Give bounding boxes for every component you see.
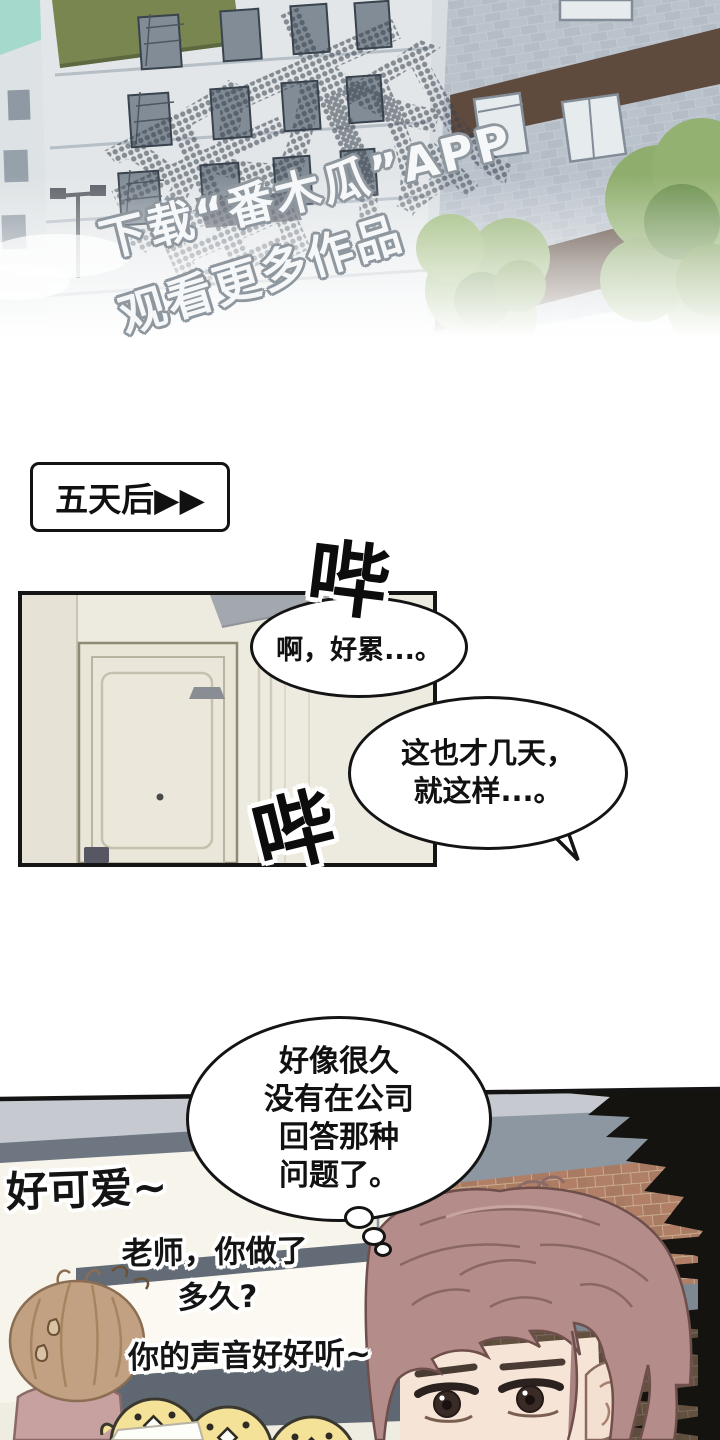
door-lamp xyxy=(189,687,225,699)
speech-text-line: 就这样...。 xyxy=(413,774,563,808)
thought-line: 问题了。 xyxy=(279,1157,399,1193)
door-peephole xyxy=(156,793,164,801)
speech-bubble-tired: 啊，好累...。 xyxy=(250,596,468,698)
thought-line: 回答那种 xyxy=(279,1120,399,1155)
question-line-2: 多久? xyxy=(177,1278,258,1317)
head xyxy=(8,1279,146,1403)
tray-edge xyxy=(110,1420,205,1440)
text-nice-voice: 你的声音好好听~ xyxy=(127,1335,372,1377)
right-character xyxy=(364,1175,693,1440)
thought-trail-circle xyxy=(362,1227,386,1246)
text-so-cute: 好可爱~ xyxy=(5,1162,169,1217)
chick-plushies xyxy=(100,1397,353,1440)
thought-bubble: 好像很久 没有在公司 回答那种 问题了。 xyxy=(186,1016,492,1222)
door xyxy=(77,641,239,863)
sfx-beep-top: 哔 xyxy=(301,529,395,634)
spiky-shadow xyxy=(565,1089,720,1440)
speech-bubble-few-days: 这也才几天， 就这样...。 xyxy=(348,696,628,850)
question-line-1: 老师，你做了 xyxy=(121,1233,308,1273)
caption-five-days-later: 五天后▶▶ xyxy=(30,462,230,532)
sweat-drop xyxy=(34,1343,49,1363)
eyes xyxy=(414,1378,564,1423)
text-question-how-long: 老师，你做了 多久? xyxy=(121,1224,383,1319)
left-character xyxy=(8,1265,150,1440)
caption-text: 五天后▶▶ xyxy=(55,480,205,519)
sweat-drop xyxy=(46,1317,61,1337)
speech-text-line: 这也才几天， xyxy=(400,736,575,771)
panel-building: 番 木 瓜 下载“番木瓜”APP 观看更多作品 xyxy=(0,0,720,355)
hair xyxy=(364,1186,693,1440)
speech-text: 啊，好累...。 xyxy=(276,634,442,666)
door-intercom xyxy=(84,847,109,863)
thought-trail-circle xyxy=(374,1242,392,1257)
thought-trail-circle xyxy=(344,1206,374,1229)
door-illustration xyxy=(22,595,433,863)
thought-line: 没有在公司 xyxy=(264,1082,414,1118)
stray-hairs xyxy=(111,1265,150,1290)
thought-line: 好像很久 xyxy=(279,1044,399,1080)
building-illustration: 番 木 瓜 xyxy=(0,0,720,355)
